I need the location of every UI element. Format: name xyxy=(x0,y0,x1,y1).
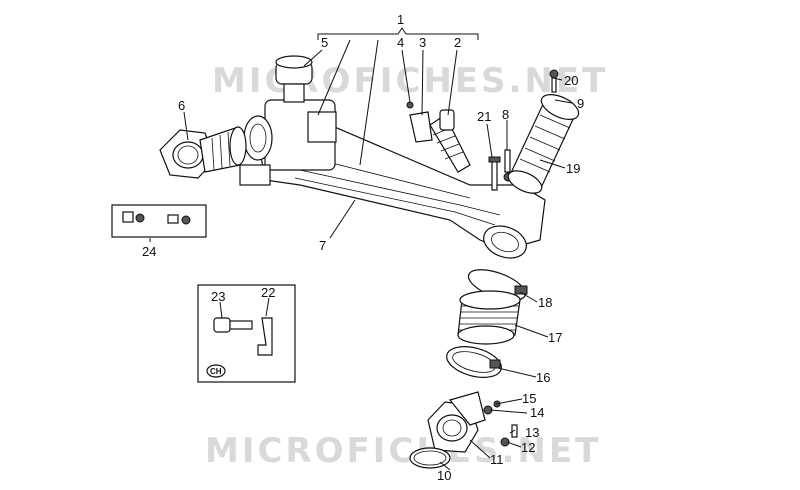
label-13: 13 xyxy=(525,425,539,440)
label-1: 1 xyxy=(397,12,404,27)
flange-11 xyxy=(427,391,486,453)
label-8: 8 xyxy=(502,107,509,122)
detail-box-22-23: CH xyxy=(197,284,296,383)
label-18: 18 xyxy=(538,295,552,310)
label-3: 3 xyxy=(419,35,426,50)
label-23: 23 xyxy=(211,289,225,304)
label-2: 2 xyxy=(454,35,461,50)
idle-valve-5 xyxy=(275,55,313,103)
injector-assembly xyxy=(406,101,471,173)
label-24: 24 xyxy=(142,244,156,259)
bolts-8-21 xyxy=(488,149,513,191)
duct-assembly xyxy=(483,225,527,259)
label-12: 12 xyxy=(521,440,535,455)
label-4: 4 xyxy=(397,35,404,50)
label-15: 15 xyxy=(522,391,536,406)
ch-badge: CH xyxy=(210,367,222,376)
o-ring-10 xyxy=(409,447,451,469)
label-14: 14 xyxy=(530,405,544,420)
label-9: 9 xyxy=(577,96,584,111)
label-10: 10 xyxy=(437,468,451,483)
label-7: 7 xyxy=(319,238,326,253)
screw-20 xyxy=(549,69,559,93)
air-filter-9-19 xyxy=(507,94,580,194)
label-5: 5 xyxy=(321,35,328,50)
detail-box-24 xyxy=(111,204,207,238)
label-16: 16 xyxy=(536,370,550,385)
label-20: 20 xyxy=(564,73,578,88)
watermark-bottom: MICROFICHES.NET xyxy=(205,431,601,471)
clamp-16 xyxy=(446,346,502,378)
label-19: 19 xyxy=(566,161,580,176)
leader-lines xyxy=(149,39,573,471)
label-21: 21 xyxy=(477,109,491,124)
group-bracket-1 xyxy=(317,27,479,40)
intake-flange-6 xyxy=(159,126,247,179)
label-22: 22 xyxy=(261,285,275,300)
label-17: 17 xyxy=(548,330,562,345)
label-6: 6 xyxy=(178,98,185,113)
hose-17 xyxy=(457,290,521,345)
label-11: 11 xyxy=(490,452,504,467)
throttle-body xyxy=(239,99,337,186)
